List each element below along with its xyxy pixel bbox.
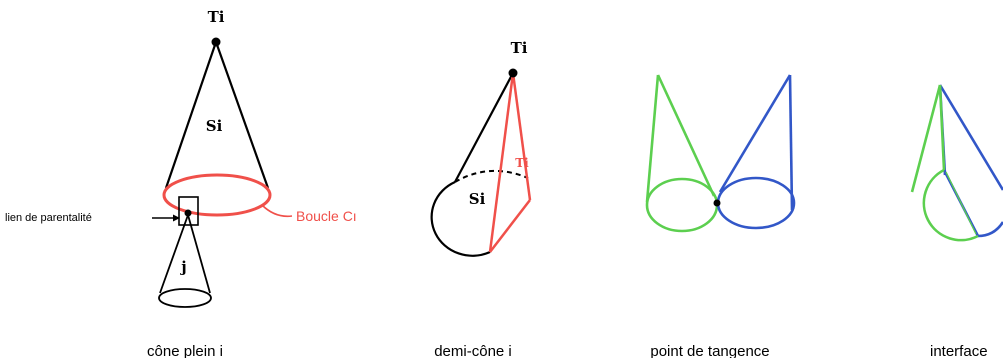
half-cone-back-arc <box>454 169 529 183</box>
parent-link-box <box>178 196 199 226</box>
half-cone-front-arc <box>430 180 491 257</box>
interface-green-base <box>922 168 979 242</box>
child-cone-base <box>158 288 212 308</box>
body-label: Si <box>206 117 223 135</box>
blue-cone-base <box>716 176 796 230</box>
cone-side-right <box>214 41 270 189</box>
cone-side-left <box>164 41 218 189</box>
apex-label: Ti <box>208 8 225 26</box>
green-cone-side-right <box>656 74 716 197</box>
boucle-ellipse <box>162 173 272 217</box>
child-cone-right <box>187 214 211 294</box>
panel-cone-plein: Ti Si j lien de parentalité Boucle Cı cô… <box>5 8 357 358</box>
boucle-pointer-line <box>261 204 293 218</box>
red-triangle-base <box>489 199 531 253</box>
red-triangle-side-1 <box>488 72 515 253</box>
panel-point-tangence: point de tangence <box>645 74 796 358</box>
parent-link-arrowhead <box>173 214 180 222</box>
apex-dot <box>211 37 221 47</box>
child-cone-left <box>159 214 189 294</box>
caption-interface: interface <box>930 343 988 358</box>
parent-link-label: lien de parentalité <box>5 212 92 224</box>
green-cone-side-left <box>645 74 660 203</box>
green-cone-base <box>645 177 719 233</box>
apex-label-2: Ti <box>511 39 528 57</box>
panel-interface: interface <box>910 84 1003 358</box>
half-cone-black-side <box>454 72 514 183</box>
red-triangle-side-2 <box>511 72 532 201</box>
triangle-label: Ti <box>515 156 529 170</box>
caption-cone-plein: cône plein i <box>147 343 223 358</box>
child-cone-label: j <box>179 258 186 276</box>
boucle-label: Boucle Cı <box>296 208 357 224</box>
caption-point-tangence: point de tangence <box>650 343 769 358</box>
blue-cone-side-left <box>718 74 792 193</box>
body-label-2: Si <box>469 190 486 208</box>
parent-link-dot <box>184 209 192 217</box>
interface-blue-base <box>977 221 1003 238</box>
interface-green-side-right <box>938 84 946 171</box>
interface-green-shared <box>945 171 977 235</box>
interface-green-side-left <box>910 84 942 193</box>
interface-blue-side-right <box>938 84 1003 191</box>
blue-cone-side-right <box>788 74 794 211</box>
caption-demi-cone: demi-cône i <box>434 343 512 358</box>
tangency-point <box>713 199 721 207</box>
apex-dot-2 <box>508 68 518 78</box>
panel-demi-cone: Ti Si Ti demi-cône i <box>430 39 532 358</box>
